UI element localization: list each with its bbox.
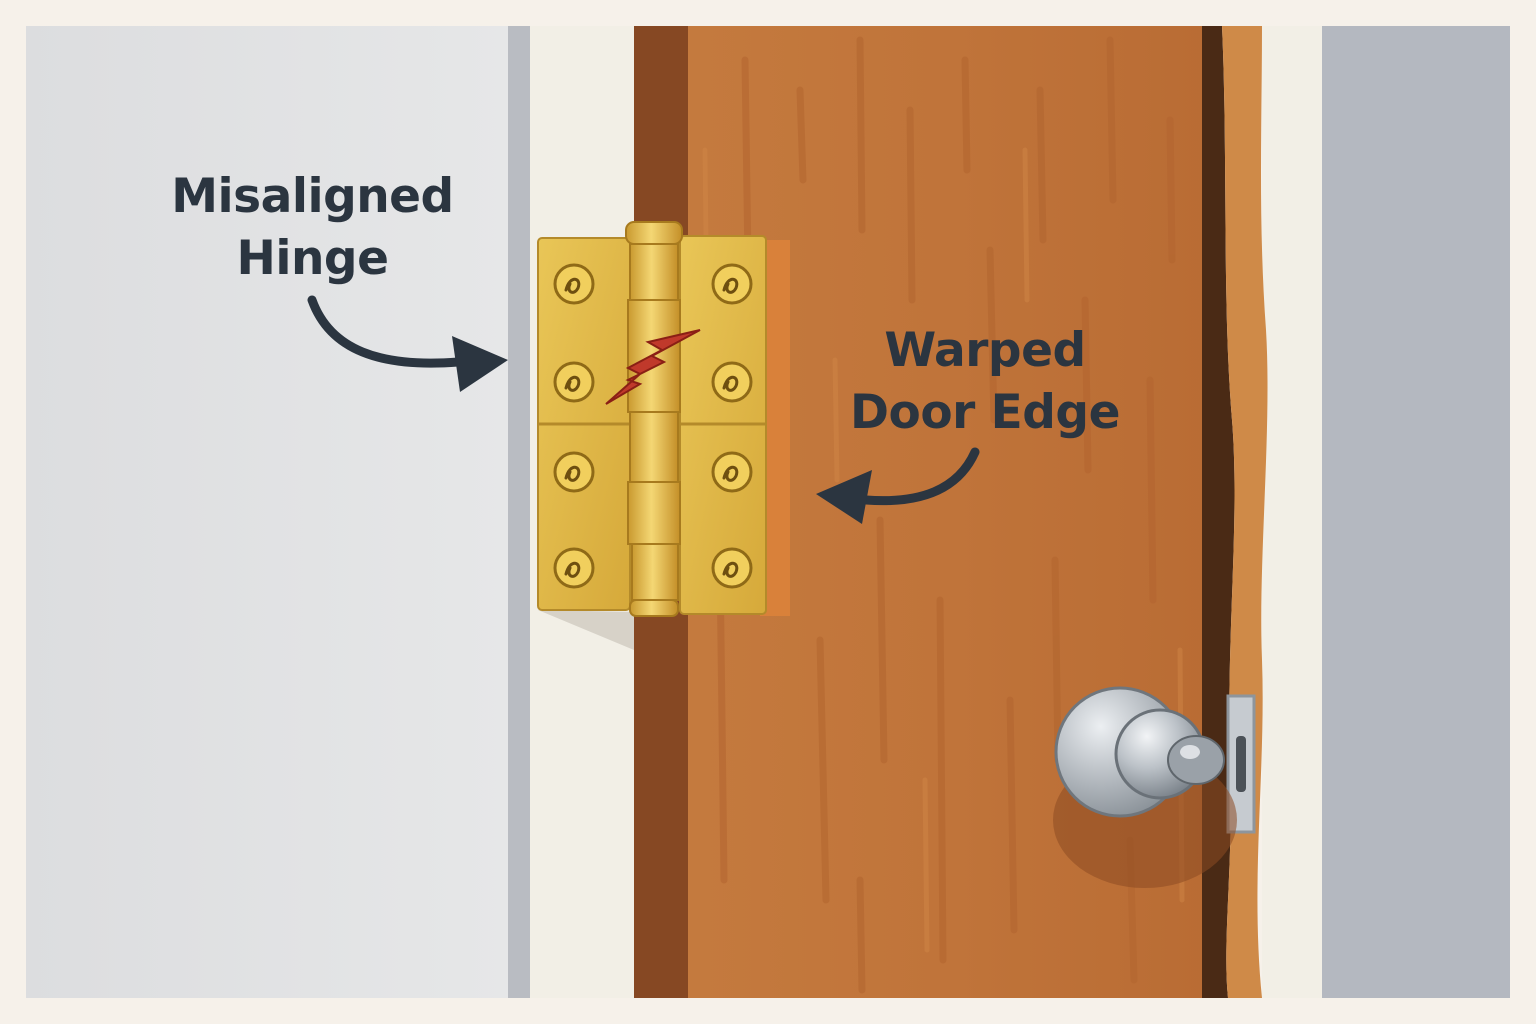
right-wall [1262, 26, 1510, 998]
left-wall [26, 26, 530, 998]
label-warped-door-edge-line2: Door Edge [850, 385, 1120, 440]
label-warped-door-edge: Warped Door Edge [850, 320, 1120, 444]
doorknob-icon [1053, 686, 1237, 888]
label-misaligned-hinge-line2: Hinge [236, 231, 389, 286]
lightning-crack-icon [605, 329, 701, 405]
curved-arrow-right-icon [307, 295, 508, 392]
label-misaligned-hinge: Misaligned Hinge [170, 166, 455, 290]
screw-icons [553, 263, 753, 589]
label-misaligned-hinge-line1: Misaligned [171, 169, 454, 224]
curved-arrow-left-icon [816, 447, 980, 524]
hinge-icon [537, 221, 790, 617]
label-warped-door-edge-line1: Warped [884, 323, 1086, 378]
